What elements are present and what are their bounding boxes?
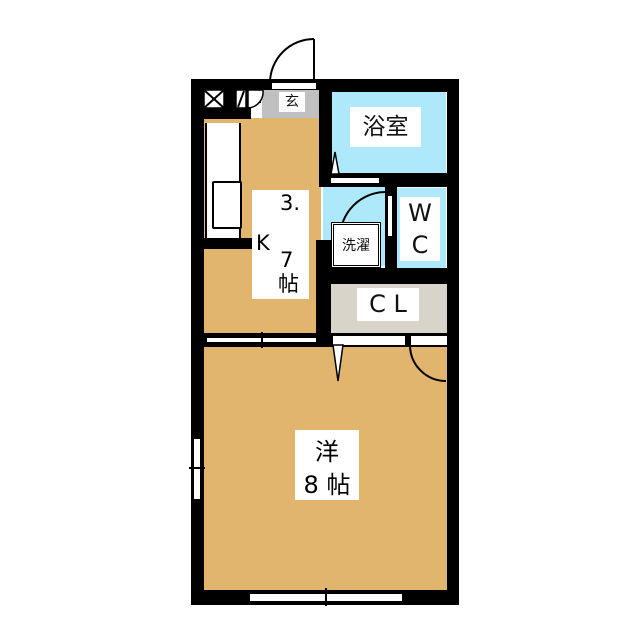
closet-top-wall	[319, 268, 459, 284]
washer-box	[331, 222, 381, 268]
closet-door-swing-icon	[409, 344, 447, 382]
kitchen-right-wall-lower	[316, 240, 331, 346]
kitchen-size-7: 7	[280, 248, 294, 272]
western-room-label	[295, 430, 359, 500]
western-room-type: 洋	[315, 438, 339, 466]
kitchen-size-jo: 帖	[278, 272, 299, 296]
entrance-label: 玄	[279, 92, 305, 112]
side-window-divider	[189, 467, 205, 469]
room-door-triangle-icon	[332, 344, 344, 382]
kitchen-type-k: K	[256, 231, 270, 255]
kitchen-label	[252, 190, 309, 299]
bath-door-triangle-icon	[330, 151, 340, 175]
washer-label: 洗濯	[342, 238, 370, 254]
closet-door-right	[411, 336, 447, 345]
kitchen-size-3: 3.	[280, 191, 301, 215]
shoe-box-icon	[235, 89, 264, 109]
bath-door-opening	[330, 177, 380, 184]
western-room-size: 8 帖	[303, 471, 351, 499]
closet-label: C L	[357, 288, 419, 321]
west-room-side-window	[192, 437, 202, 501]
outer-wall-top-left	[191, 79, 261, 91]
bottom-window-divider	[325, 588, 327, 606]
sink-icon	[212, 181, 242, 229]
kitchen-partition-wall	[203, 238, 257, 249]
bath-left-wall	[319, 79, 332, 187]
entrance-door-swing-icon	[269, 38, 315, 84]
sliding-door-divider	[261, 332, 263, 348]
bathroom-label: 浴室	[350, 107, 421, 147]
meter-box-x-icon	[203, 89, 225, 109]
toilet-door	[387, 195, 393, 237]
outer-wall-top-right	[319, 79, 459, 92]
closet-door-left	[333, 336, 405, 345]
entrance-threshold	[272, 83, 316, 89]
toilet-label-w: W	[400, 197, 440, 229]
toilet-label-c: C	[400, 229, 440, 261]
